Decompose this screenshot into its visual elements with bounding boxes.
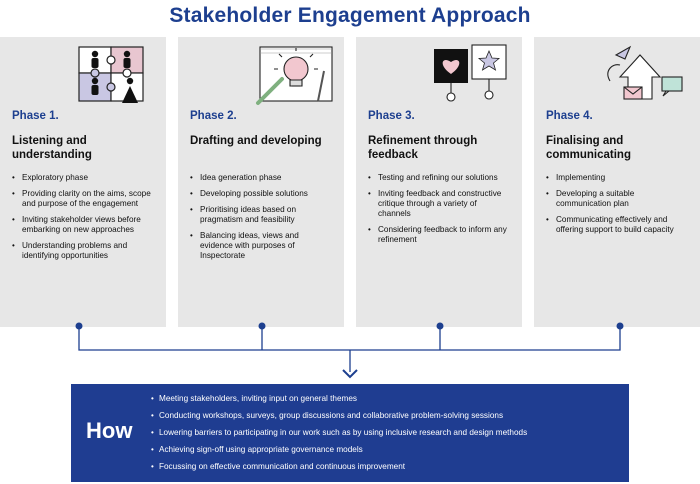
phase-label: Phase 3.	[368, 110, 415, 122]
feedback-signs-icon	[356, 41, 522, 107]
list-item: Developing possible solutions	[190, 189, 330, 199]
list-item: Considering feedback to inform any refin…	[368, 225, 508, 245]
list-item: Conducting workshops, surveys, group dis…	[151, 411, 621, 421]
list-item: Prioritising ideas based on pragmatism a…	[190, 205, 330, 225]
phase-panel-4: Phase 4. Finalising and communicating Im…	[534, 37, 700, 327]
list-item: Meeting stakeholders, inviting input on …	[151, 394, 621, 404]
phase-heading: Refinement through feedback	[368, 135, 478, 161]
list-item: Balancing ideas, views and evidence with…	[190, 231, 330, 261]
list-item: Achieving sign-off using appropriate gov…	[151, 445, 621, 455]
phase-bullet-list: Implementing Developing a suitable commu…	[546, 173, 686, 241]
phase-label: Phase 1.	[12, 110, 59, 122]
list-item: Lowering barriers to participating in ou…	[151, 428, 621, 438]
list-item: Communicating effectively and offering s…	[546, 215, 686, 235]
phase-panel-1: Phase 1. Listening and understanding Exp…	[0, 37, 166, 327]
phase-panel-2: Phase 2. Drafting and developing Idea ge…	[178, 37, 344, 327]
phase-label: Phase 2.	[190, 110, 237, 122]
jigsaw-people-icon	[0, 41, 166, 107]
list-item: Inviting feedback and constructive criti…	[368, 189, 508, 219]
how-box: How Meeting stakeholders, inviting input…	[71, 384, 629, 482]
list-item: Providing clarity on the aims, scope and…	[12, 189, 152, 209]
phase-label: Phase 4.	[546, 110, 593, 122]
list-item: Testing and refining our solutions	[368, 173, 508, 183]
list-item: Understanding problems and identifying o…	[12, 241, 152, 261]
phase-bullet-list: Idea generation phase Developing possibl…	[190, 173, 330, 267]
list-item: Developing a suitable communication plan	[546, 189, 686, 209]
communication-arrow-icon	[534, 41, 700, 107]
phase-heading: Drafting and developing	[190, 135, 322, 147]
page-title: Stakeholder Engagement Approach	[169, 4, 531, 27]
list-item: Implementing	[546, 173, 686, 183]
how-label: How	[86, 418, 133, 443]
phase-heading: Finalising and communicating	[546, 135, 631, 161]
lightbulb-sketch-icon	[178, 41, 344, 107]
list-item: Inviting stakeholder views before embark…	[12, 215, 152, 235]
how-list: Meeting stakeholders, inviting input on …	[151, 394, 621, 479]
list-item: Focussing on effective communication and…	[151, 462, 621, 472]
phase-bullet-list: Testing and refining our solutions Invit…	[368, 173, 508, 251]
phase-heading: Listening and understanding	[12, 135, 92, 161]
phase-panel-3: Phase 3. Refinement through feedback Tes…	[356, 37, 522, 327]
phase-bullet-list: Exploratory phase Providing clarity on t…	[12, 173, 152, 267]
list-item: Idea generation phase	[190, 173, 330, 183]
list-item: Exploratory phase	[12, 173, 152, 183]
